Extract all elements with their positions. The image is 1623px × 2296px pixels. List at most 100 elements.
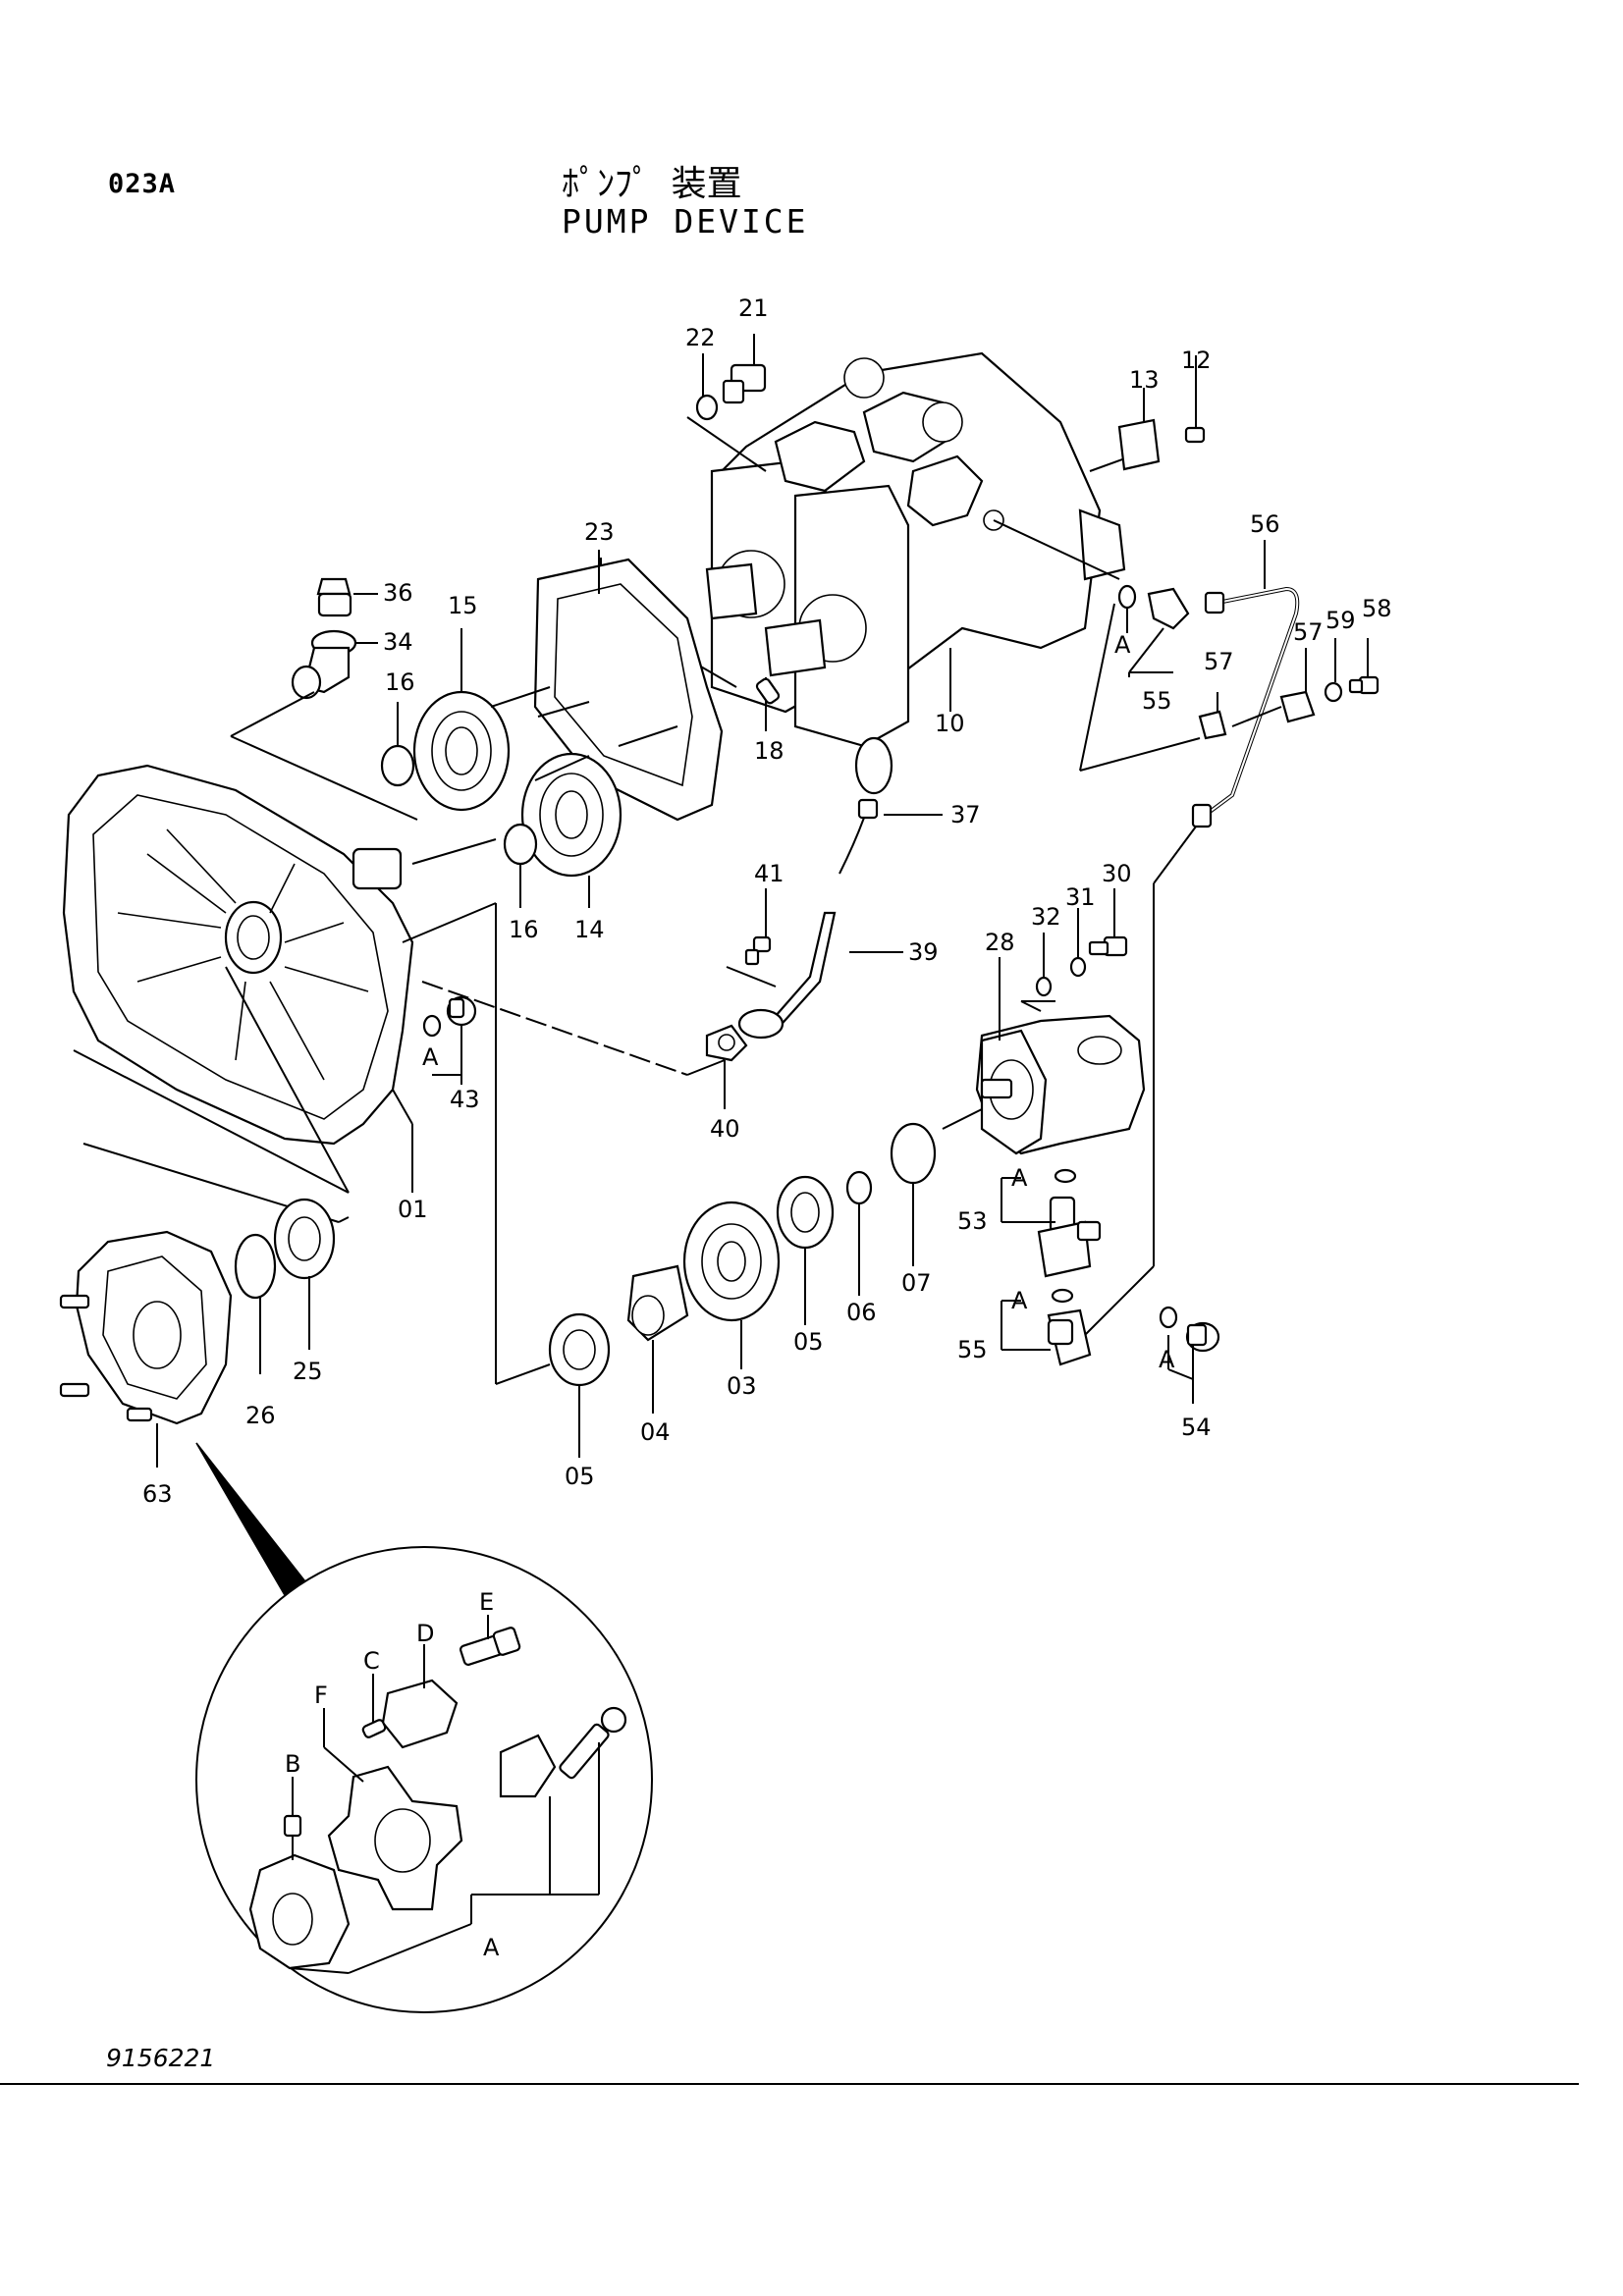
clamp-57-upper[interactable] (1279, 690, 1316, 723)
callout-D: D (416, 1620, 434, 1647)
spider-element-F[interactable] (327, 1765, 463, 1911)
callout-18: 18 (754, 737, 784, 765)
pin-18[interactable] (755, 677, 781, 705)
o-ring-54[interactable] (1159, 1306, 1178, 1329)
coupling-detail-view (195, 1546, 653, 2013)
callout-A-53: A (1011, 1164, 1028, 1192)
clamp-D[interactable] (381, 1679, 459, 1749)
callout-A-upper: A (1114, 631, 1131, 659)
flange-40[interactable] (705, 1008, 784, 1062)
detail-pointer (195, 1442, 306, 1597)
o-ring-53[interactable] (1054, 1168, 1077, 1184)
plug-43[interactable] (446, 995, 477, 1027)
housing-01[interactable] (62, 764, 414, 1146)
screw-bolt[interactable] (559, 1706, 627, 1780)
callout-A-detail: A (483, 1934, 500, 1961)
footer-rule (0, 2083, 1579, 2085)
callout-23: 23 (584, 518, 615, 546)
fitting-53[interactable] (1037, 1196, 1102, 1278)
spring-washer-31[interactable] (1069, 956, 1087, 978)
leader-lines-housing (73, 838, 551, 1385)
snap-ring-26[interactable] (234, 1233, 277, 1300)
bolt-E[interactable] (460, 1627, 521, 1666)
callout-06: 06 (846, 1299, 877, 1326)
clamp-block[interactable] (499, 1734, 557, 1798)
shaft-04[interactable] (626, 1264, 689, 1342)
o-ring-55[interactable] (1051, 1288, 1074, 1304)
fitting-55-lower[interactable] (1047, 1308, 1092, 1366)
guide-pipe-39[interactable] (766, 911, 837, 1033)
bearing-05-right[interactable] (776, 1175, 835, 1250)
screw-12[interactable] (1184, 426, 1206, 444)
coupling-63[interactable] (59, 1230, 233, 1425)
callout-26: 26 (245, 1402, 276, 1429)
gear-pump-28[interactable] (975, 1014, 1146, 1155)
callout-36: 36 (383, 579, 413, 607)
plug-36[interactable] (316, 577, 352, 617)
callout-22: 22 (685, 324, 716, 351)
callout-21: 21 (738, 294, 769, 322)
bolt-58[interactable] (1348, 675, 1380, 695)
main-pump-assembly[interactable] (705, 351, 1126, 748)
callout-55-lower: 55 (957, 1336, 988, 1363)
callout-63: 63 (142, 1480, 173, 1508)
gear-03[interactable] (682, 1201, 781, 1322)
plug-54[interactable] (1185, 1321, 1220, 1353)
callout-43: 43 (450, 1086, 480, 1113)
callout-15: 15 (448, 592, 478, 619)
snap-ring-16-upper[interactable] (380, 744, 415, 787)
pin-C[interactable] (361, 1719, 387, 1738)
gear-14[interactable] (520, 752, 622, 878)
callout-B: B (285, 1750, 300, 1778)
hub[interactable] (248, 1853, 351, 1970)
page-title-japanese: ﾎﾟﾝﾌﾟ 装置 (562, 164, 742, 204)
pipe-56[interactable] (1191, 586, 1300, 828)
washer-32[interactable] (1035, 976, 1053, 997)
snap-ring-06[interactable] (845, 1170, 873, 1205)
bolt-30[interactable] (1088, 935, 1128, 957)
callout-03: 03 (727, 1372, 757, 1400)
bolt-41[interactable] (744, 935, 772, 966)
snap-ring-07[interactable] (890, 1122, 937, 1185)
callout-05-lower: 05 (565, 1463, 595, 1490)
cover-13[interactable] (1117, 418, 1161, 471)
callout-40: 40 (710, 1115, 740, 1143)
callout-16-upper: 16 (385, 668, 415, 696)
leader-lines-43 (432, 1026, 462, 1085)
callout-10: 10 (935, 710, 965, 737)
page-code: 023A (108, 169, 177, 199)
washer-59[interactable] (1324, 681, 1343, 703)
callout-16-lower: 16 (509, 916, 539, 943)
elbow-34[interactable] (291, 629, 357, 700)
bolt-21[interactable] (722, 363, 767, 404)
callout-A-housing: A (422, 1043, 439, 1071)
leader-lines-elbow (230, 593, 418, 821)
leader-lines-28 (999, 888, 1115, 1041)
callout-E: E (479, 1588, 494, 1616)
clamp-57-lower[interactable] (1198, 710, 1227, 740)
callout-25: 25 (293, 1358, 323, 1385)
leader-lines-gears (397, 628, 590, 908)
bearing-05-left[interactable] (548, 1312, 611, 1387)
snap-ring-16-lower[interactable] (503, 823, 538, 866)
callout-14: 14 (574, 916, 605, 943)
leader-lines-coupling (156, 1276, 310, 1468)
dipstick-37[interactable] (839, 736, 893, 875)
leader-lines-shaft (578, 1108, 983, 1458)
callout-39: 39 (908, 938, 939, 966)
gear-15[interactable] (412, 690, 511, 812)
callout-37: 37 (950, 801, 981, 828)
oil-seal-25[interactable] (273, 1198, 336, 1280)
callout-34: 34 (383, 628, 413, 656)
set-screw-B[interactable] (283, 1814, 302, 1838)
callout-C: C (363, 1647, 380, 1675)
leader-lines-56 (1074, 540, 1369, 1346)
callout-55-upper: 55 (1142, 687, 1172, 715)
o-ring-43[interactable] (422, 1014, 442, 1038)
leader-lines-detail (289, 1615, 600, 1974)
callout-53: 53 (957, 1207, 988, 1235)
callout-57-upper: 57 (1293, 618, 1324, 646)
washer-22[interactable] (695, 394, 719, 421)
page-title: PUMP DEVICE (562, 202, 809, 240)
fitting-55-upper[interactable] (1117, 584, 1190, 630)
